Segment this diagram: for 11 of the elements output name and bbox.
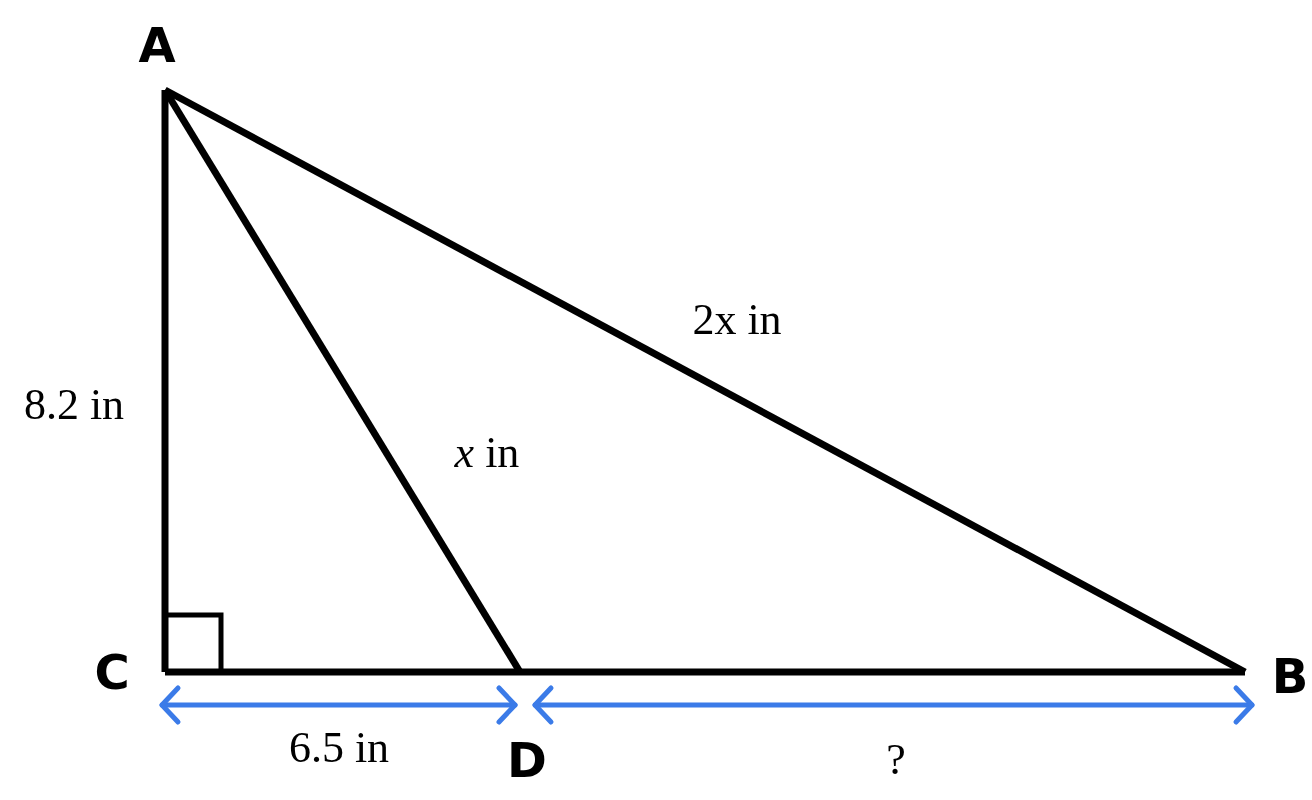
dimension-label: ? — [886, 738, 906, 782]
vertex-label: B — [1271, 652, 1309, 700]
vertex-label: C — [94, 648, 130, 696]
vertex-label: D — [507, 736, 547, 784]
dimension-label: 6.5 in — [288, 726, 390, 770]
edge-label: 2x in — [692, 298, 782, 342]
triangle-side — [165, 668, 520, 676]
triangle-side — [161, 90, 169, 672]
edge-label: 8.2 in — [23, 383, 125, 427]
edge-label: x in — [454, 431, 520, 475]
vertex-label: A — [138, 21, 176, 69]
